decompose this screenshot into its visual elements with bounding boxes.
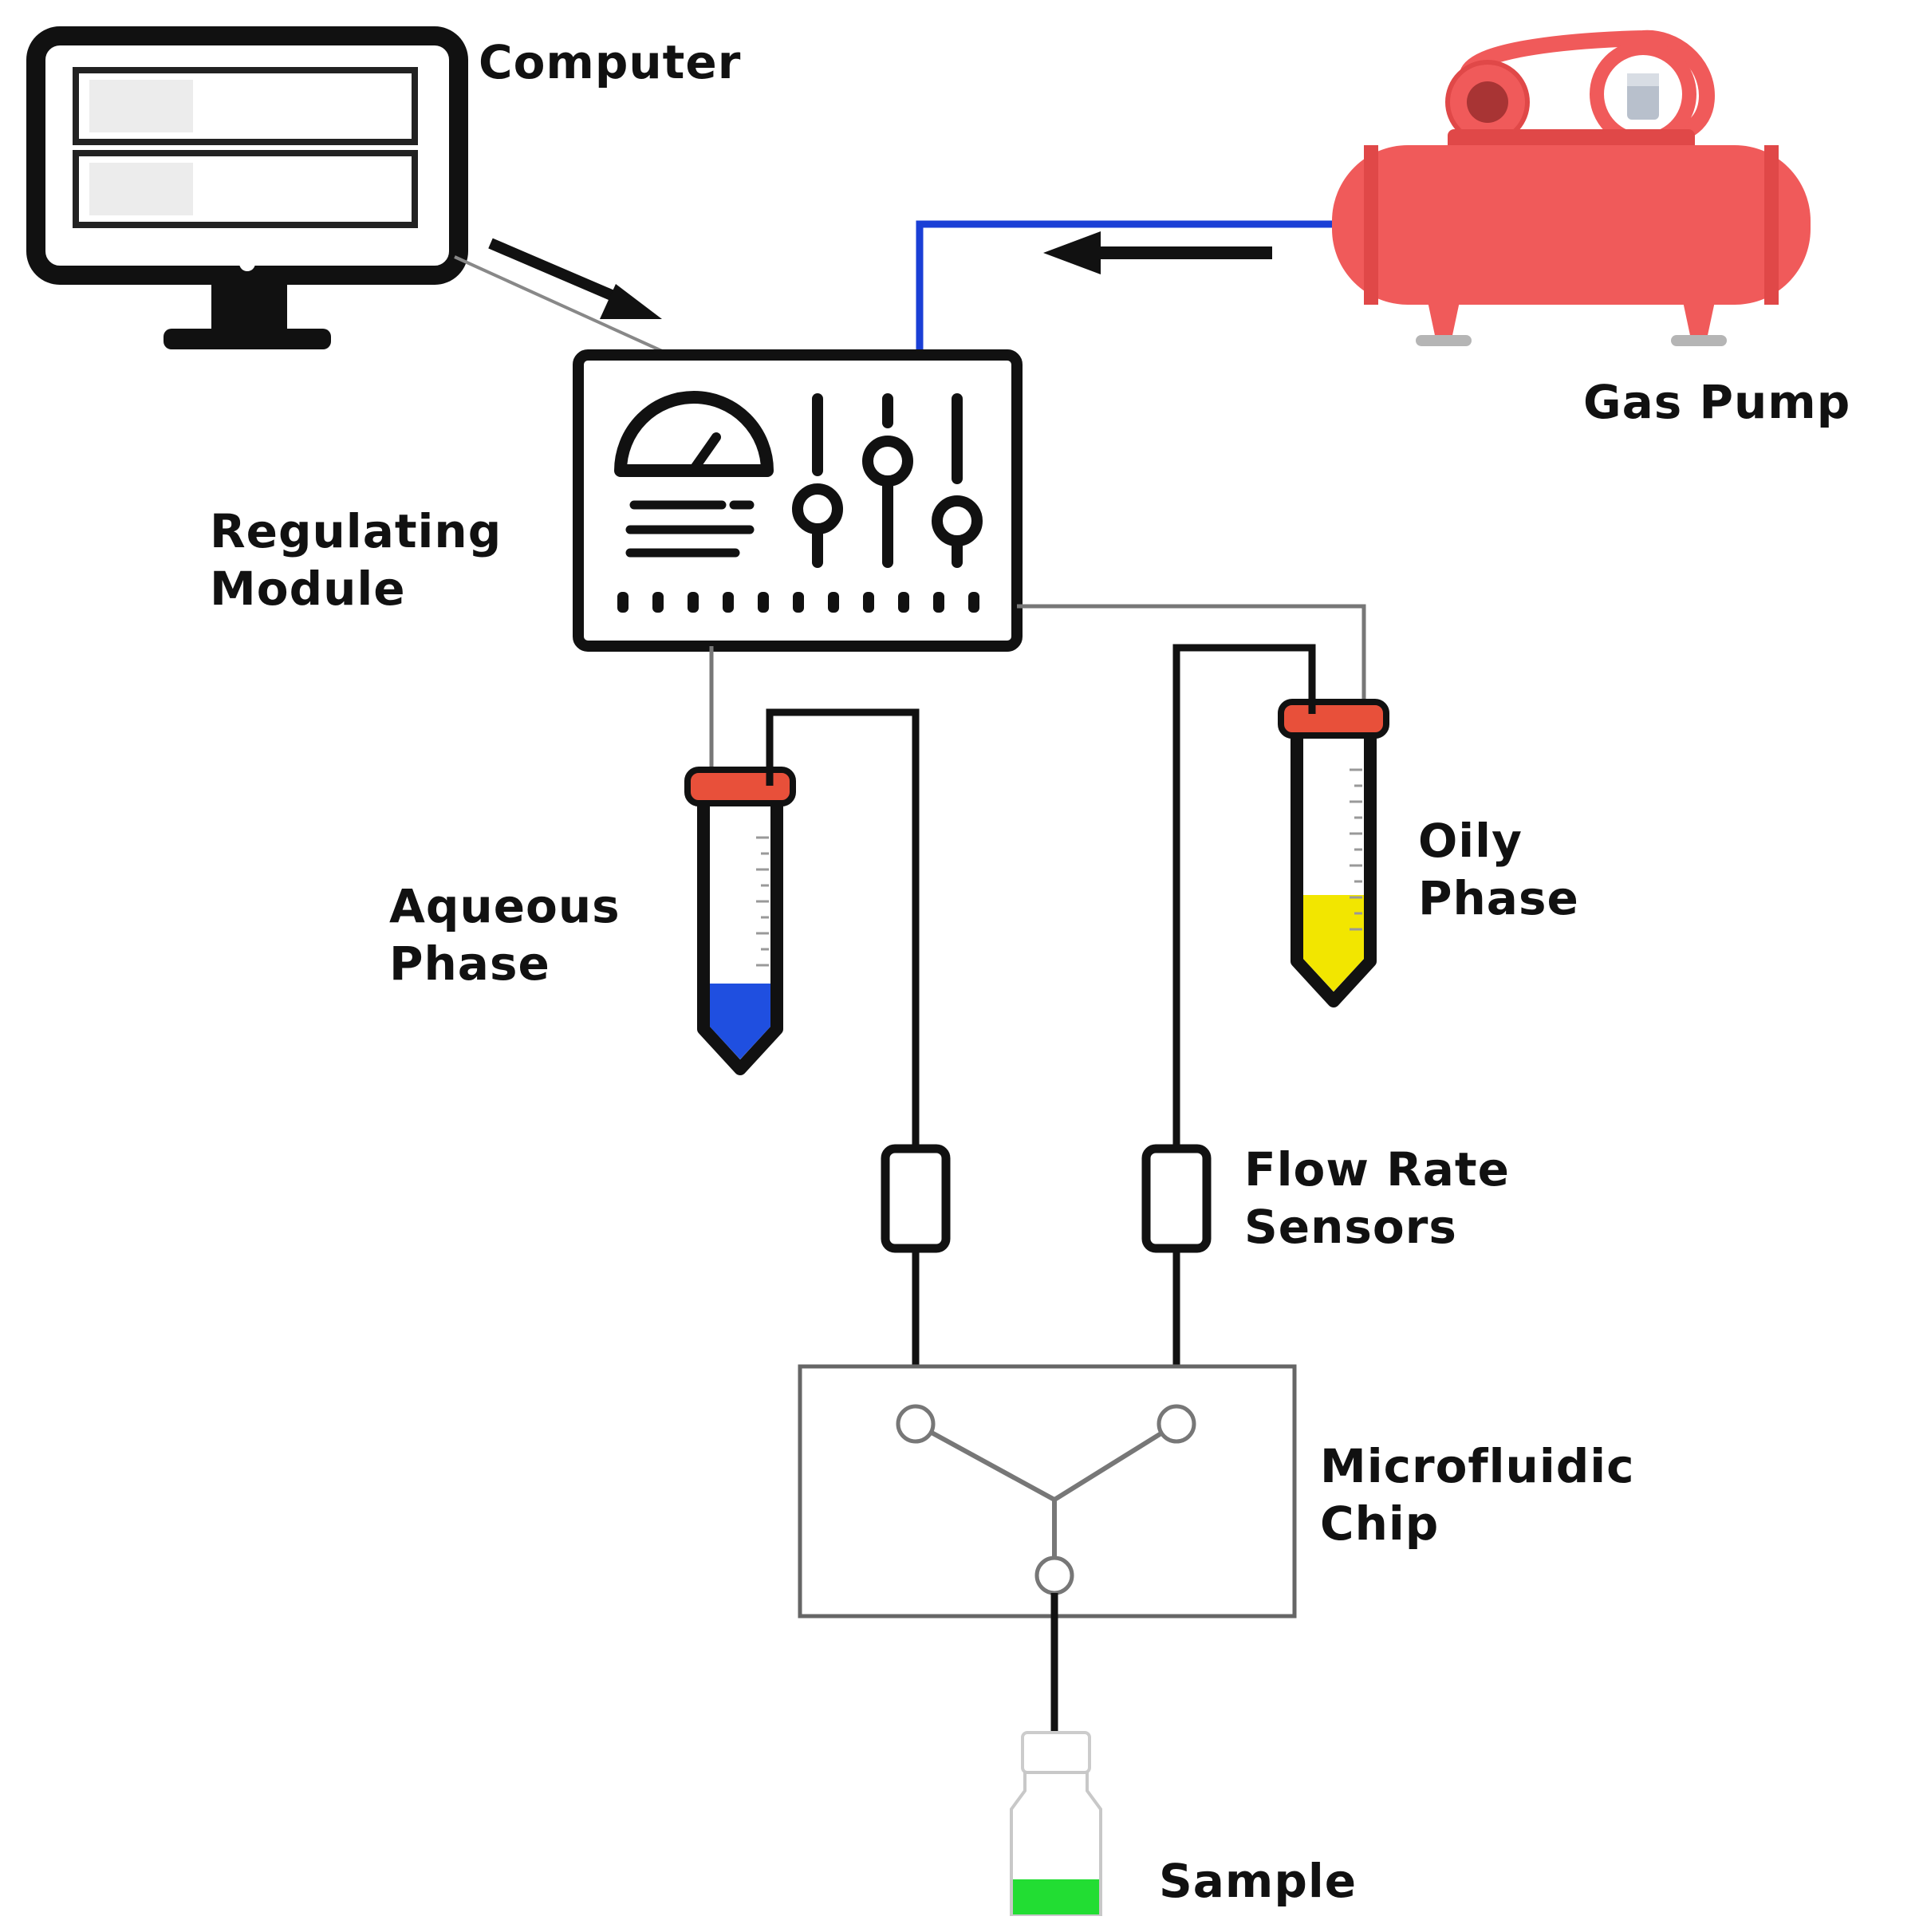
microfluidic-chip-label-line1: Microfluidic (1320, 1439, 1635, 1493)
aqueous-test-tube-icon (684, 767, 796, 1075)
gas-pump-label: Gas Pump (1583, 375, 1851, 429)
oily-line (1172, 644, 1316, 1149)
oily-phase-label-line1: Oily (1418, 814, 1523, 868)
oily-test-tube-icon (1278, 699, 1389, 1007)
regulating-module-label-line1: Regulating (210, 504, 502, 558)
sample-label: Sample (1159, 1854, 1358, 1908)
monitor-icon (26, 26, 468, 349)
regulating-module-label-line2: Module (210, 562, 406, 616)
aqueous-phase-label-line2: Phase (389, 936, 550, 991)
air-compressor-icon (1332, 30, 1811, 346)
gas-line (916, 220, 1332, 355)
flow-rate-sensors-label-line2: Sensors (1244, 1200, 1457, 1254)
aqueous-flow-sensor-icon (881, 1144, 951, 1253)
microfluidic-chip-icon (798, 1364, 1297, 1619)
oily-flow-sensor-icon (1141, 1144, 1212, 1253)
arrow-icon (488, 238, 662, 319)
flow-rate-sensors-label-line1: Flow Rate (1244, 1142, 1510, 1197)
data-cable (454, 255, 663, 353)
computer-label: Computer (479, 35, 742, 89)
control-panel-icon (573, 349, 1023, 652)
aqueous-phase-label-line1: Aqueous (389, 879, 621, 933)
arrow-left-icon (1043, 231, 1272, 274)
sample-vial-icon (1010, 1731, 1102, 1916)
aqueous-line (766, 708, 920, 1149)
microfluidic-chip-label-line2: Chip (1320, 1496, 1440, 1551)
oily-phase-label-line2: Phase (1418, 871, 1579, 925)
gas-line-to-oily (1017, 604, 1366, 714)
